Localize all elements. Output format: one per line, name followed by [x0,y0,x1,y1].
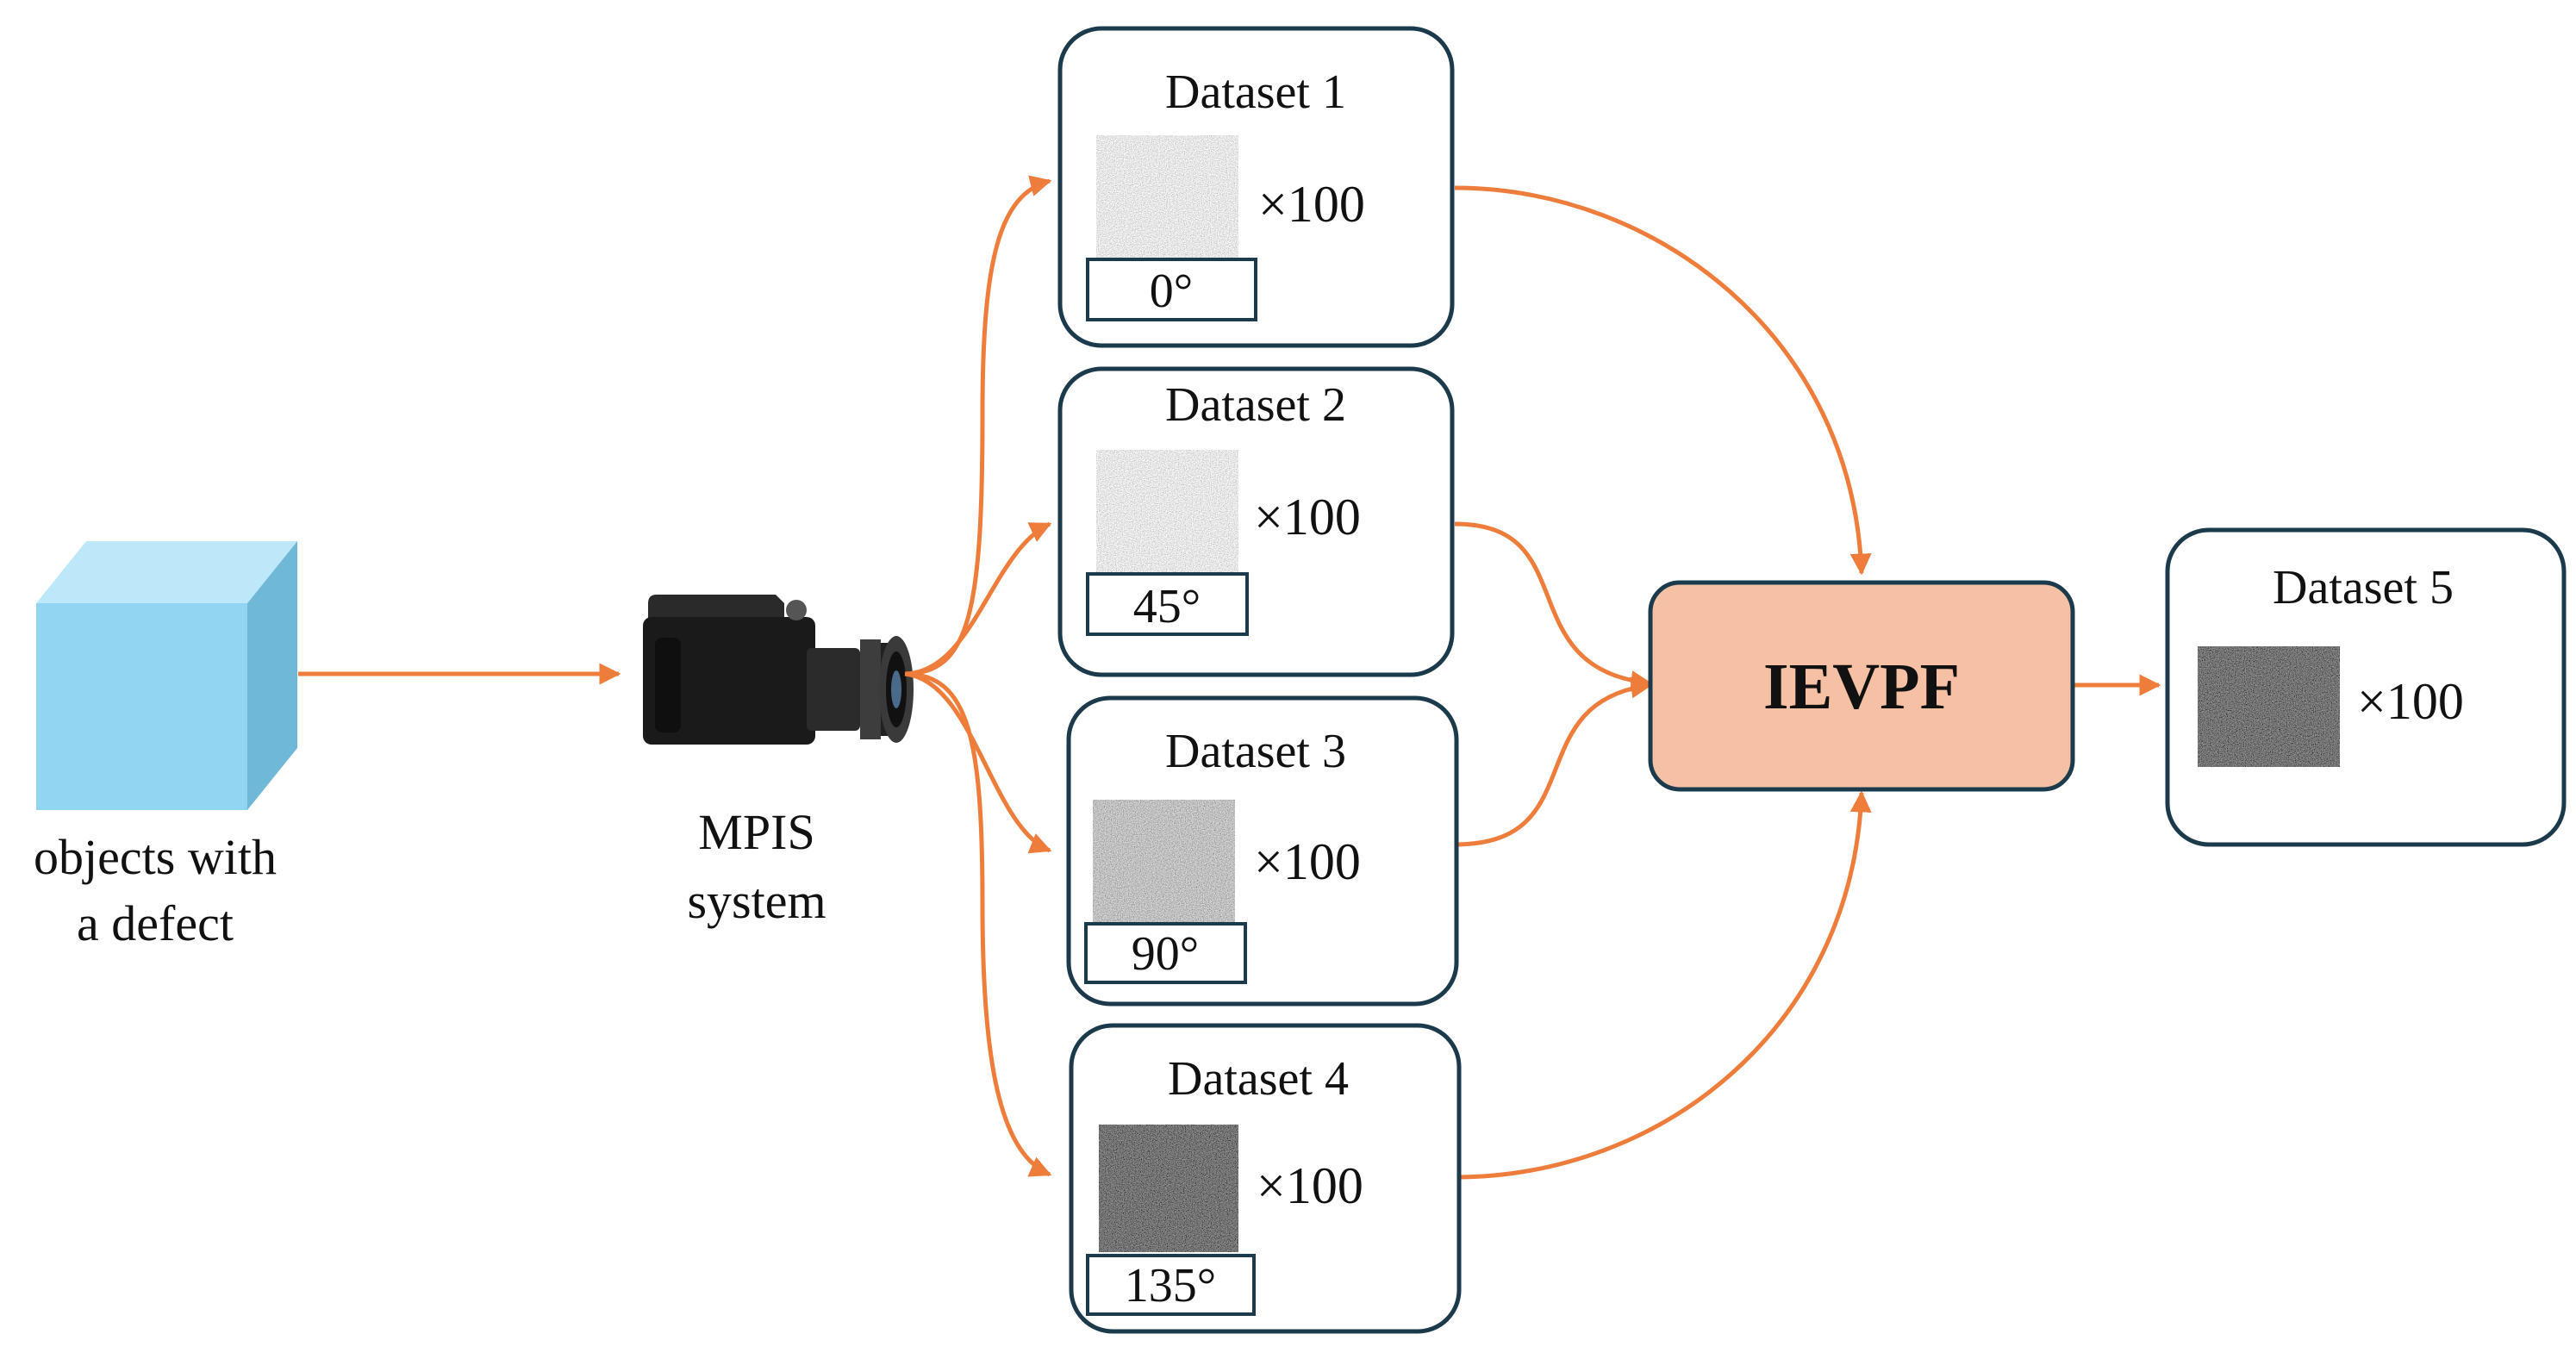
dataset-count: ×100 [1258,176,1365,233]
dataset-title: Dataset 1 [1165,65,1346,119]
arrow-dataset4-to-ievpf [1454,790,1872,1180]
ievpf-label: IEVPF [1763,651,1960,723]
arrow-camera-to-dataset2 [904,521,1052,676]
dataset-box-2: Dataset 2 ×100 45° [1057,366,1455,677]
dataset-sample-image [1096,135,1238,259]
dataset-box-4: Dataset 4 ×100 135° [1069,1023,1462,1334]
arrow-dataset2-to-ievpf [1454,521,1653,692]
arrow-camera-to-dataset3 [904,671,1052,854]
dataset-title: Dataset 2 [1165,378,1346,432]
cube-front-face [36,603,247,810]
dataset-sample-image [1093,800,1235,925]
defect-object-cube-icon [36,541,297,810]
dataset-box-5: Dataset 5 ×100 [2165,527,2567,847]
dataset-sample-image [2198,646,2340,767]
polarization-angle: 135° [1125,1259,1216,1312]
camera-icon [643,595,914,745]
angle-label-box [1086,572,1249,636]
dataset-box-1: Dataset 1 ×100 0° [1057,26,1455,348]
dataset-count: ×100 [1257,1157,1363,1214]
ievpf-block [1648,580,2075,792]
polarization-angle: 90° [1132,927,1199,981]
polarization-angle: 45° [1133,580,1201,633]
polarization-angle: 0° [1150,265,1193,318]
arrow-camera-to-dataset4 [904,671,1052,1177]
dataset-count: ×100 [2357,673,2464,730]
source-label-line2: a defect [77,895,234,951]
arrow-dataset3-to-ievpf [1454,676,1653,847]
camera-label-line1: MPIS [698,804,814,860]
cube-side-face [247,541,297,810]
dataset-sample-image [1099,1125,1238,1252]
angle-label-box [1086,1254,1256,1316]
cube-top-face [36,541,297,603]
dataset-count: ×100 [1254,489,1361,545]
arrow-camera-to-dataset1 [904,175,1052,676]
dataset-box-3: Dataset 3 ×100 90° [1066,695,1459,1007]
ievpf-process-box: IEVPF [1648,580,2075,792]
arrow-group [298,175,2161,1180]
arrow-dataset1-to-ievpf [1454,185,1872,576]
dataset-count: ×100 [1254,833,1361,890]
camera-label-line2: system [687,873,826,929]
source-label-line1: objects with [34,829,277,885]
angle-label-box [1086,258,1257,321]
dataset-title: Dataset 4 [1168,1052,1349,1106]
dataset-title: Dataset 3 [1165,725,1346,778]
angle-label-box [1084,922,1247,984]
dataset-sample-image [1096,450,1238,573]
dataset-title: Dataset 5 [2273,561,2454,614]
